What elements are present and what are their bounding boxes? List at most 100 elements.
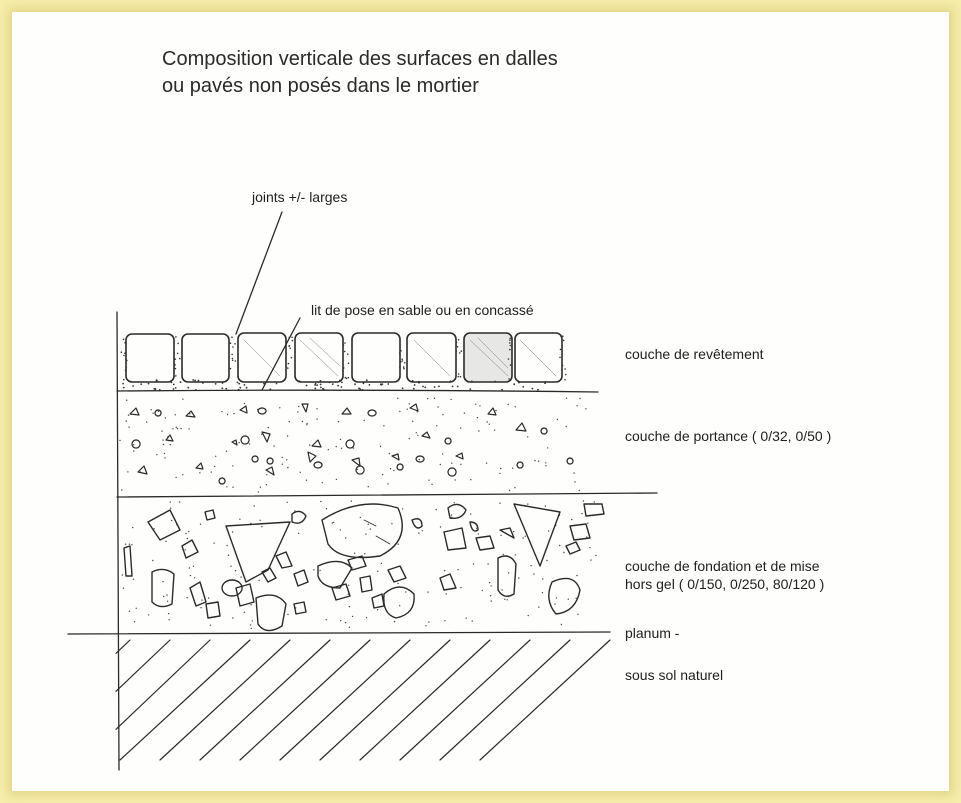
lit-de-pose-leader-line (261, 317, 301, 391)
texture-dot (157, 410, 160, 413)
texture-dot (541, 592, 544, 594)
texture-dot (340, 447, 343, 449)
label-couche-portance: couche de portance ( 0/32, 0/50 ) (625, 428, 832, 444)
texture-dot (444, 570, 446, 572)
hatch-line (119, 639, 251, 761)
hatch-line (115, 639, 131, 654)
texture-dot (397, 397, 399, 399)
hatch-line (239, 639, 371, 761)
texture-dot (317, 381, 320, 384)
texture-dot (239, 386, 242, 389)
texture-dot (475, 403, 477, 405)
texture-dot (174, 358, 176, 361)
texture-dot (123, 354, 125, 357)
texture-dot (365, 616, 368, 619)
texture-dot (320, 386, 322, 389)
texture-dot (427, 591, 429, 593)
texture-dot (325, 619, 327, 621)
texture-dot (261, 526, 263, 528)
texture-dot (485, 462, 488, 464)
texture-dot (389, 468, 392, 470)
texture-dot (128, 543, 131, 545)
texture-dot (509, 364, 512, 366)
texture-dot (478, 430, 480, 432)
texture-dot (309, 444, 311, 446)
texture-dot (290, 356, 293, 359)
texture-dot (562, 335, 564, 338)
texture-dot (229, 342, 232, 345)
texture-dot (179, 381, 182, 384)
texture-dot (348, 626, 351, 628)
texture-dot (188, 428, 190, 430)
texture-dot (192, 379, 195, 381)
texture-dot (267, 426, 270, 429)
texture-dot (213, 542, 215, 544)
aggregate-dots (119, 397, 597, 630)
texture-dot (381, 473, 384, 476)
sketch-paper: Composition verticale des surfaces en da… (12, 12, 949, 791)
texture-dot (209, 624, 212, 626)
texture-dot (530, 565, 532, 567)
label-joints: joints +/- larges (252, 189, 348, 205)
texture-dot (335, 445, 337, 448)
label-sous-sol: sous sol naturel (625, 667, 724, 683)
texture-dot (481, 589, 483, 592)
texture-dot (542, 578, 544, 580)
texture-dot (425, 625, 427, 627)
texture-dot (417, 434, 419, 436)
texture-dot (439, 463, 441, 466)
hatch-line (479, 639, 611, 761)
texture-dot (166, 594, 168, 596)
texture-dot (424, 386, 427, 389)
texture-dot (477, 533, 480, 535)
texture-dot (450, 398, 452, 401)
texture-dot (563, 551, 565, 554)
texture-dot (514, 554, 516, 556)
hatch-line (399, 639, 531, 761)
texture-dot (428, 621, 430, 623)
texture-dot (545, 465, 547, 467)
texture-dot (470, 479, 472, 481)
texture-dot (488, 581, 491, 584)
texture-dot (239, 518, 241, 520)
texture-dot (168, 619, 170, 621)
texture-dot (489, 595, 492, 597)
texture-dot (176, 427, 179, 430)
texture-dot (236, 381, 239, 384)
texture-dot (559, 544, 561, 547)
texture-dot (593, 501, 595, 503)
paving-stone (181, 333, 230, 383)
texture-dot (513, 383, 516, 386)
texture-dot (421, 530, 423, 532)
texture-dot (221, 382, 224, 384)
texture-dot (232, 465, 234, 467)
texture-dot (472, 563, 475, 565)
texture-dot (127, 414, 130, 416)
texture-dot (286, 459, 288, 461)
texture-dot (152, 412, 154, 414)
texture-dot (131, 544, 133, 546)
texture-dot (387, 383, 390, 385)
texture-dot (587, 522, 589, 524)
texture-dot (347, 362, 350, 365)
texture-dot (399, 366, 401, 369)
texture-dot (152, 559, 154, 562)
texture-dot (367, 486, 369, 488)
texture-dot (238, 441, 240, 444)
texture-dot (286, 435, 289, 437)
hatch-line (199, 639, 331, 761)
texture-dot (567, 598, 569, 600)
texture-dot (457, 373, 460, 375)
texture-dot (560, 623, 563, 626)
texture-dot (379, 445, 382, 448)
texture-dot (343, 350, 346, 353)
texture-dot (590, 559, 592, 561)
texture-dot (215, 455, 217, 457)
texture-dot (401, 387, 404, 390)
texture-dot (422, 385, 424, 388)
texture-dot (124, 342, 126, 344)
texture-dot (325, 508, 328, 510)
texture-dot (438, 385, 440, 388)
texture-dot (460, 463, 462, 465)
texture-dot (120, 351, 123, 354)
